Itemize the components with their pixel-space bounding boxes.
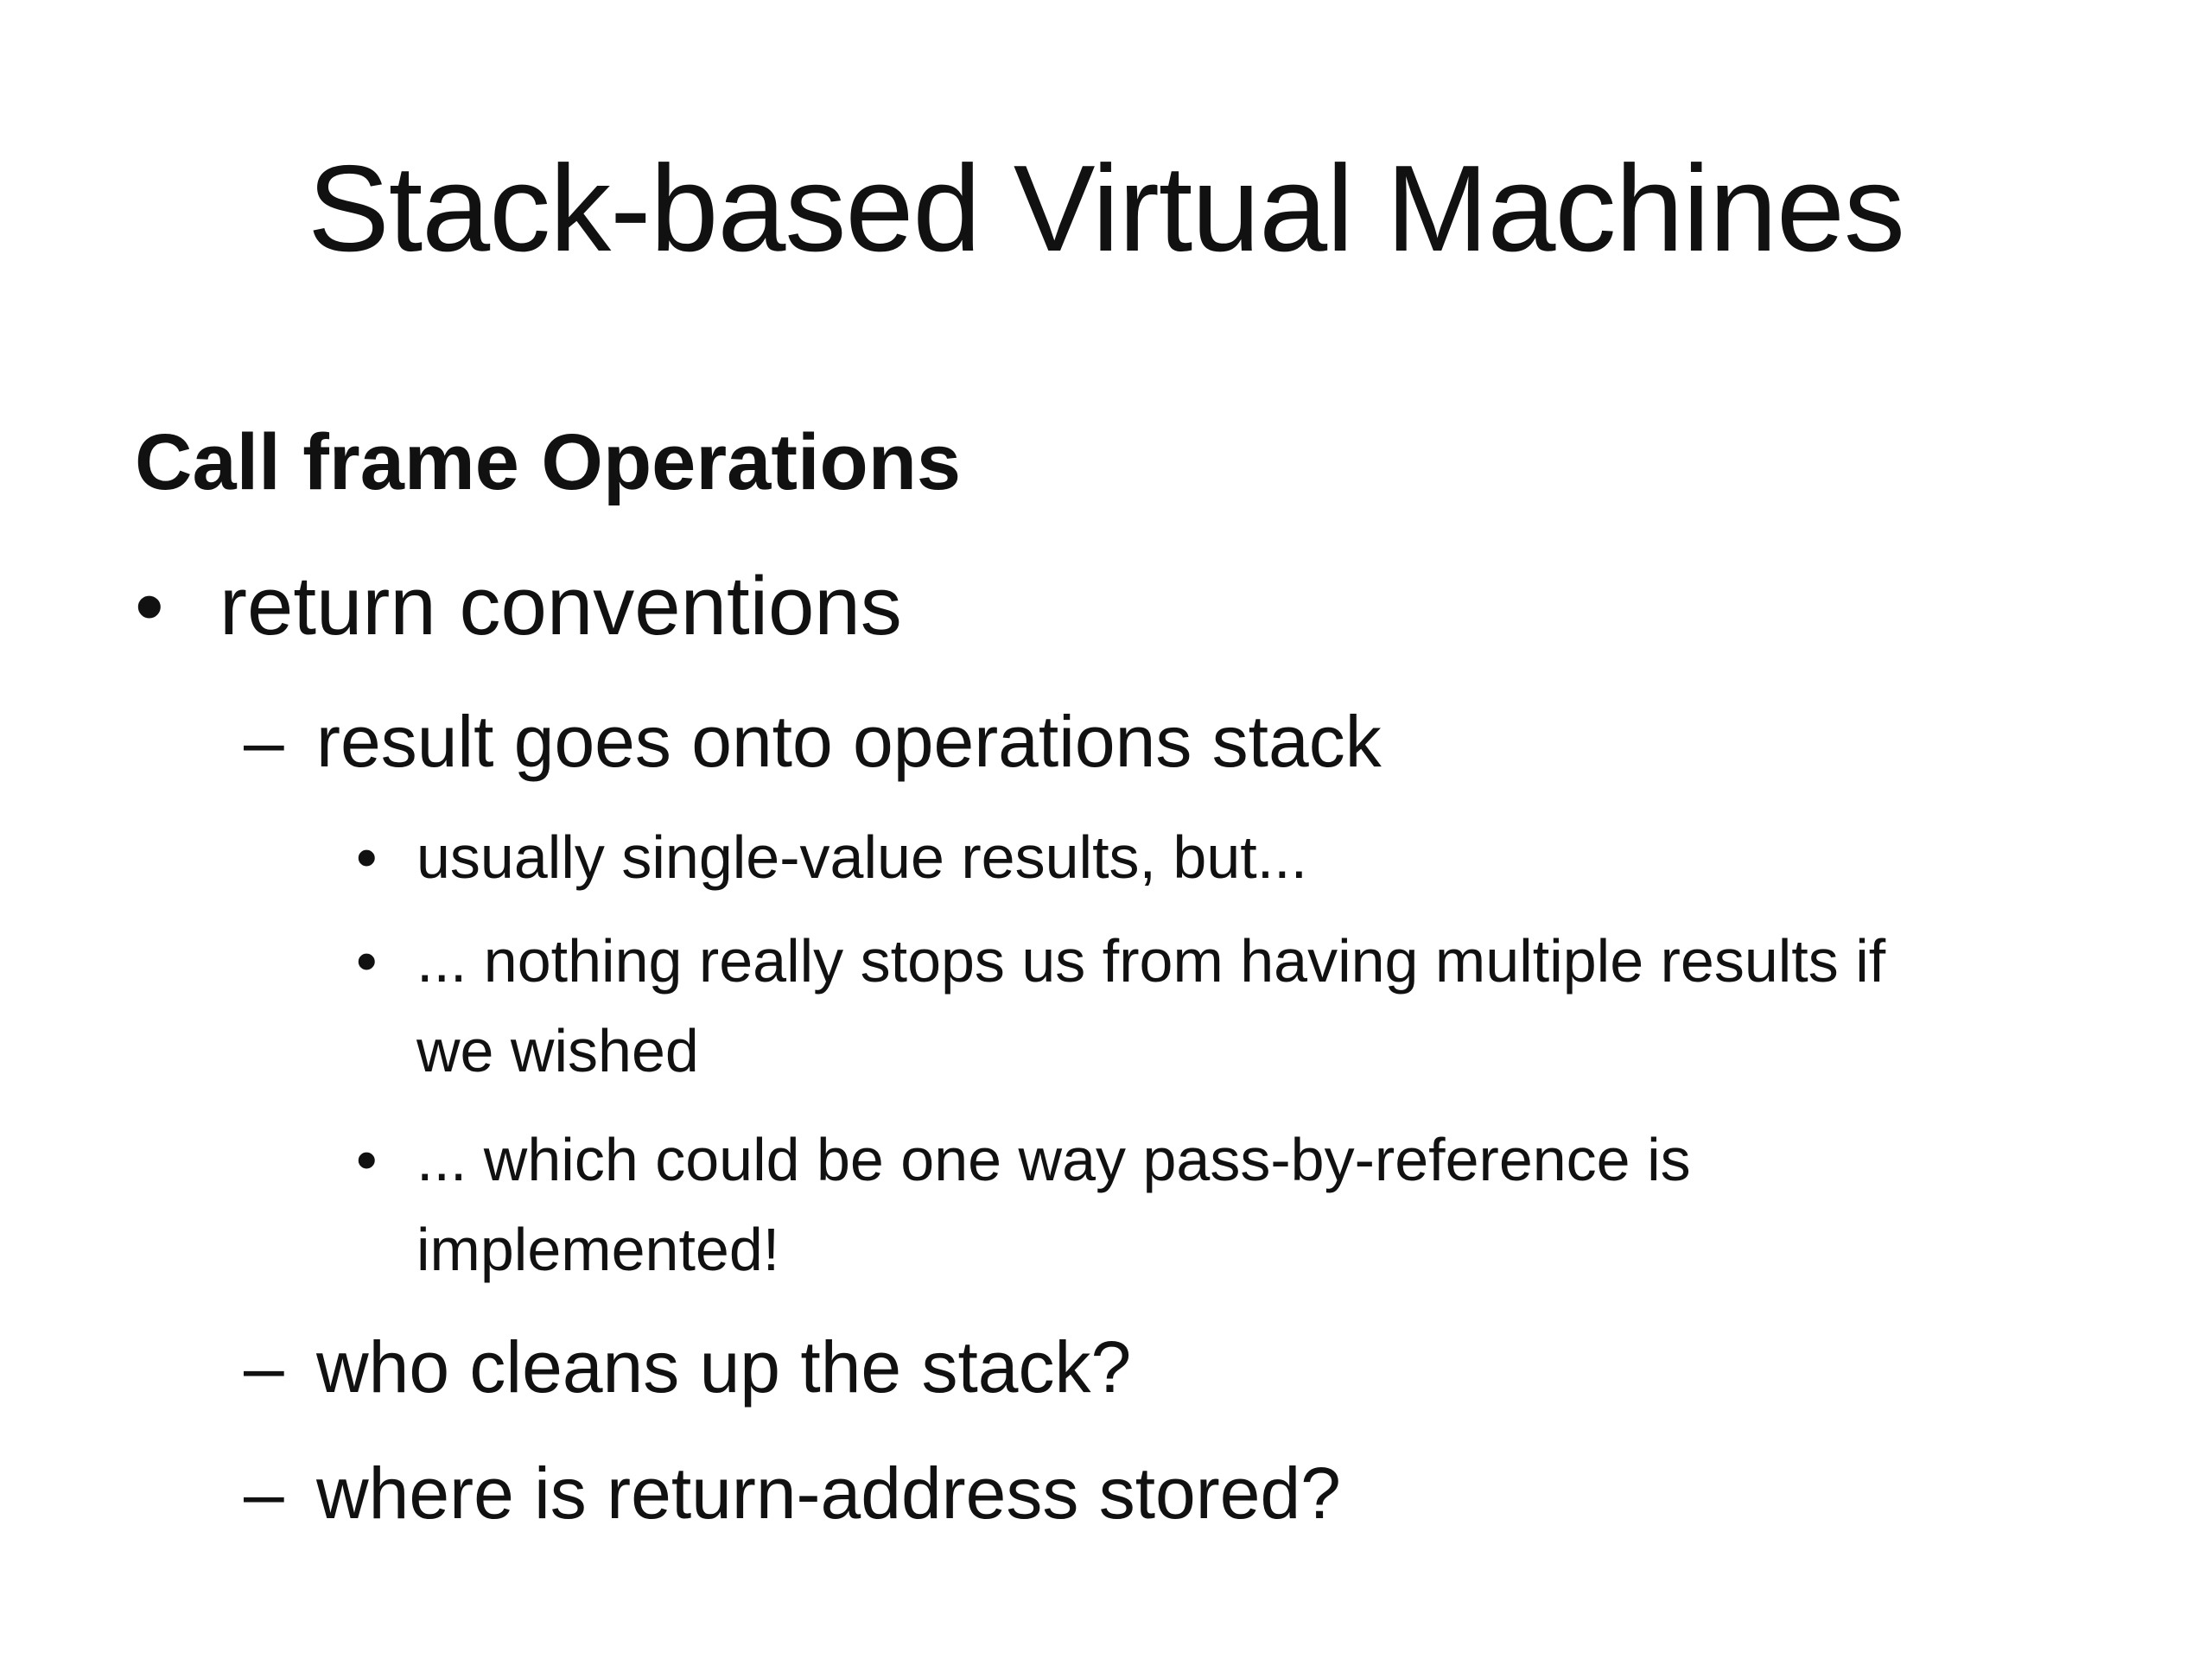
bullet-icon: • — [135, 560, 164, 652]
subitem-text: result goes onto operations stack — [316, 701, 1382, 782]
subsubitem-text: usually single-value results, but... — [416, 823, 1308, 891]
slide-title: Stack-based Virtual Machines — [308, 140, 1905, 277]
bullet-text: return conventions — [219, 560, 902, 652]
subsubitem-text-line-2: we wished — [416, 1017, 699, 1084]
bullet-icon: • — [356, 823, 378, 891]
dash-icon: – — [244, 1326, 284, 1408]
dash-icon: – — [244, 701, 284, 782]
subsubitem-text-line-2: implemented! — [416, 1216, 780, 1283]
bullet-icon: • — [356, 927, 378, 995]
dash-icon: – — [244, 1452, 284, 1534]
subsubitem-text-line-1: ... which could be one way pass-by-refer… — [416, 1126, 1691, 1193]
subsubitem-text-line-1: ... nothing really stops us from having … — [416, 927, 1886, 995]
section-heading: Call frame Operations — [135, 418, 962, 506]
subitem-text: who cleans up the stack? — [316, 1326, 1132, 1408]
subitem-text: where is return-address stored? — [316, 1452, 1341, 1534]
bullet-icon: • — [356, 1126, 378, 1193]
